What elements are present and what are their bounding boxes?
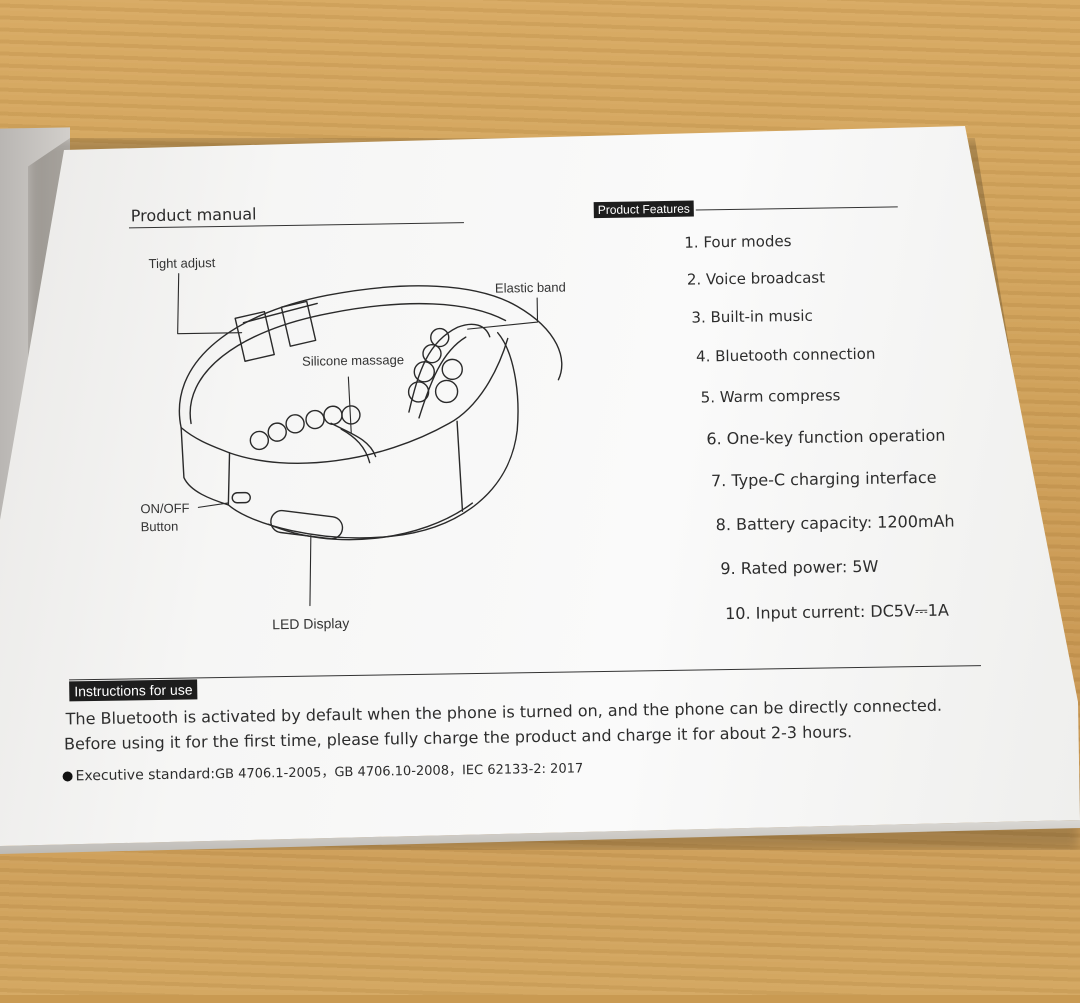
instructions-heading: Instructions for use xyxy=(69,679,198,702)
label-elastic-band: Elastic band xyxy=(494,279,566,296)
standard-value: GB 4706.1-2005，GB 4706.10-2008，IEC 62133… xyxy=(214,761,584,783)
label-led-display: LED Display xyxy=(272,615,350,633)
label-on-off: ON/OFF xyxy=(140,500,190,517)
feature-item: 5. Warm compress xyxy=(700,386,841,407)
feature-item: 3. Built-in music xyxy=(691,306,813,327)
feature-item: 7. Type-C charging interface xyxy=(710,467,937,491)
label-silicone-massage: Silicone massage xyxy=(301,352,405,369)
bullet-dot xyxy=(62,771,73,782)
feature-item: 1. Four modes xyxy=(684,232,792,252)
label-tight-adjust: Tight adjust xyxy=(148,255,216,272)
feature-item: 6. One-key function operation xyxy=(706,425,946,449)
product-features-heading: Product Features xyxy=(593,200,694,219)
feature-item: 9. Rated power: 5W xyxy=(720,556,879,579)
instructions-line-2: Before using it for the first time, plea… xyxy=(63,722,853,754)
features-heading-rule xyxy=(695,206,898,211)
neck-massager-diagram xyxy=(177,273,563,607)
feature-item: 8. Battery capacity: 1200mAh xyxy=(715,511,955,535)
executive-standard: Executive standard:GB 4706.1-2005，GB 470… xyxy=(62,757,583,784)
standard-label: Executive standard: xyxy=(75,766,216,785)
feature-item: 2. Voice broadcast xyxy=(686,268,826,289)
product-manual-title: Product manual xyxy=(130,204,257,226)
instructions-rule xyxy=(69,665,981,681)
feature-item: 4. Bluetooth connection xyxy=(695,344,876,366)
feature-item: 10. Input current: DC5V⎓1A xyxy=(724,600,950,624)
label-button: Button xyxy=(140,518,179,535)
